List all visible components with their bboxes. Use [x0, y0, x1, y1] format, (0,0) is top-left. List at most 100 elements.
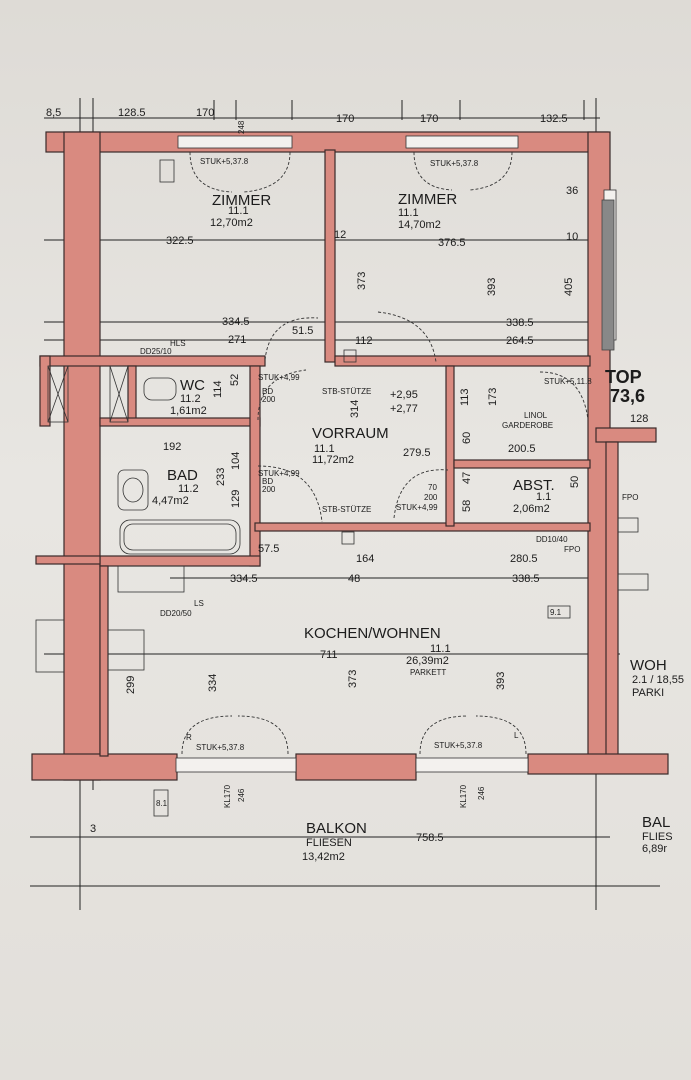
dim-n128: 128: [630, 413, 648, 425]
dim-bad-192: 192: [163, 441, 181, 453]
dim-h393: 393: [486, 278, 498, 296]
note-hls: HLS: [170, 339, 186, 348]
top-area: 73,6: [610, 386, 645, 406]
note-stuk-mid: STUK+4,99: [396, 503, 438, 512]
dim-n10: 10: [566, 231, 578, 243]
dim-top-2: 170: [196, 107, 214, 119]
dim-kw-334: 334: [207, 674, 219, 692]
dim-n3: 3: [90, 823, 96, 835]
neighbor-bal-floor: FLIES: [642, 831, 673, 843]
room-area-vorraum: 11,72m2: [312, 454, 354, 466]
dim-h129: 129: [230, 490, 242, 508]
dim-d57: 57.5: [258, 543, 279, 555]
room-area-abst: 2,06m2: [513, 503, 550, 515]
neighbor-bal: BAL: [642, 814, 670, 831]
room-name-zimmer2: ZIMMER: [398, 191, 457, 208]
room-name-kochen: KOCHEN/WOHNEN: [304, 625, 441, 642]
dim-top-4: 170: [420, 113, 438, 125]
room-name-balkon: BALKON: [306, 820, 367, 837]
dim-small-112: 112: [355, 335, 373, 347]
room-area-bad: 4,47m2: [152, 495, 189, 507]
note-elev2: +2,77: [390, 403, 418, 415]
neighbor-woh: WOH: [630, 657, 667, 674]
note-h70: 70: [428, 483, 437, 492]
dim-top-1: 128.5: [118, 107, 146, 119]
dim-h233: 233: [215, 468, 227, 486]
room-code-kochen: 11.1: [430, 643, 451, 655]
dim-n113: 113: [459, 388, 471, 406]
dim-d280: 280.5: [510, 553, 538, 565]
note-elev1: +2,95: [390, 389, 418, 401]
windows: [175, 135, 617, 773]
dim-z2-lower: 338.5: [506, 317, 534, 329]
room-code-vorraum: 11.1: [314, 443, 335, 455]
dim-n58: 58: [461, 500, 473, 512]
walls: [31, 131, 669, 781]
room-area-zimmer1: 12,70m2: [210, 217, 253, 229]
note-stuk-r: STUK+5,11.8: [544, 377, 592, 386]
dim-z1-lower2: 271: [228, 334, 246, 346]
room-code-zimmer2: 11.1: [398, 207, 419, 219]
dim-n12: 12: [334, 229, 346, 241]
dim-balkon-758: 758.5: [416, 832, 444, 844]
note-garderobe: GARDEROBE: [502, 421, 553, 430]
note-linol: LINOL: [524, 411, 548, 420]
dim-vr-279: 279.5: [403, 447, 431, 459]
grid-lines: [30, 98, 660, 910]
note-dd2: DD10/40: [536, 535, 568, 544]
dim-kw-299: 299: [125, 676, 137, 694]
neighbor-area: 2.1 / 18,55: [632, 674, 684, 686]
room-floor-balkon: FLIESEN: [306, 837, 352, 849]
note-stuk-kw1: STUK+5,37.8: [196, 743, 245, 752]
dim-n52: 52: [229, 374, 241, 386]
dim-z2-width: 376.5: [438, 237, 466, 249]
note-r: R: [186, 733, 192, 742]
dim-v314: 314: [349, 400, 361, 418]
dim-top-0: 8,5: [46, 107, 61, 119]
note-h200b: 200: [262, 485, 276, 494]
note-b91: 9.1: [550, 608, 562, 617]
interior-dimensions: 322.5 376.5 334.5 271 338.5 264.5 51.5 1…: [90, 185, 648, 844]
note-stuk-wc: STUK+4,99: [258, 373, 300, 382]
note-h200c: 200: [424, 493, 438, 502]
room-area-kochen: 26,39m2: [406, 655, 449, 667]
room-code-abst: 1.1: [536, 491, 551, 503]
room-name-bad: BAD: [167, 467, 198, 484]
room-labels: ZIMMER 11.1 12,70m2 ZIMMER 11.1 14,70m2 …: [152, 191, 684, 863]
dim-top-3: 170: [336, 113, 354, 125]
dim-d338: 338.5: [512, 573, 540, 585]
dim-d334: 334.5: [230, 573, 258, 585]
fixtures: [35, 159, 649, 817]
room-area-balkon: 13,42m2: [302, 851, 345, 863]
dim-n173: 173: [487, 388, 499, 406]
room-floor-kochen: PARKETT: [410, 668, 446, 677]
dim-kw-373: 373: [347, 670, 359, 688]
note-b81: 8.1: [156, 799, 168, 808]
top-label: TOP: [605, 367, 642, 387]
room-name-abst: ABST.: [513, 477, 555, 494]
dim-z1-lower: 334.5: [222, 316, 250, 328]
dim-d48: 48: [348, 573, 360, 585]
note-kl170: KL170: [223, 784, 232, 808]
doors: [181, 151, 589, 755]
room-code-bad: 11.2: [178, 483, 199, 495]
note-ls-dim: DD20/50: [160, 609, 192, 618]
dim-n60: 60: [461, 432, 473, 444]
note-stb-stuetze2: STB-STÜTZE: [322, 505, 371, 514]
dim-n47: 47: [461, 472, 473, 484]
dim-h405: 405: [563, 278, 575, 296]
dim-z1-width: 322.5: [166, 235, 194, 247]
note-dd: DD25/10: [140, 347, 172, 356]
note-stuk-kw2: STUK+5,37.8: [434, 741, 483, 750]
note-fpo: FPO: [622, 493, 638, 502]
note-kl170b: KL170: [459, 784, 468, 808]
note-stb-stuetze: STB-STÜTZE: [322, 387, 371, 396]
note-fpo2: FPO: [564, 545, 580, 554]
note-l: L: [514, 731, 519, 740]
dim-z2-lower2: 264.5: [506, 335, 534, 347]
dim-h373: 373: [356, 272, 368, 290]
dim-h104: 104: [230, 452, 242, 470]
dim-top-5: 132.5: [540, 113, 568, 125]
